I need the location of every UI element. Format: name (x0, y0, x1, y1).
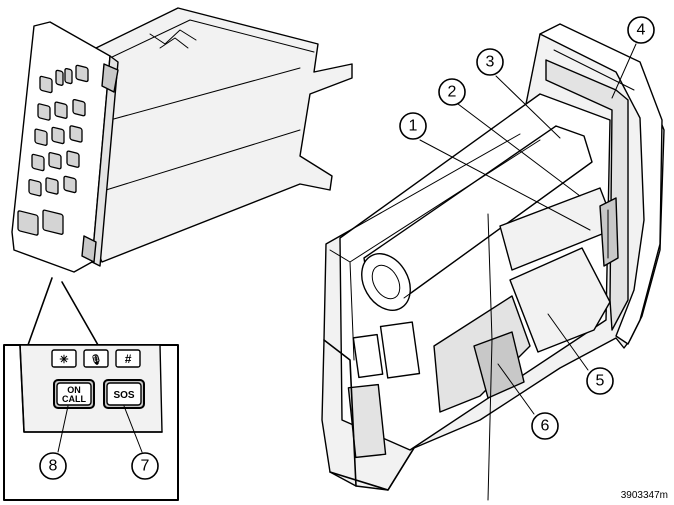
leader-line (57, 405, 69, 453)
callout-5: 5 (586, 367, 614, 395)
svg-text:2: 2 (448, 84, 457, 101)
leader-line (611, 43, 637, 99)
on-call-label-line2: CALL (62, 394, 86, 404)
keypad-key (39, 75, 53, 94)
callout-3: 3 (476, 48, 504, 76)
mic-key (83, 349, 109, 368)
opened-module (321, 23, 665, 501)
leader-line (495, 75, 561, 139)
keypad-key (64, 67, 73, 85)
leader-line (123, 405, 143, 453)
callout-7: 7 (131, 452, 159, 480)
callout-4: 4 (627, 16, 655, 44)
zoom-leader (61, 281, 99, 346)
keypad-key (66, 150, 80, 168)
keypad-key (55, 69, 64, 86)
hash-key (115, 349, 141, 368)
keypad-key (45, 177, 59, 195)
keypad-key (17, 210, 39, 236)
callout-1: 1 (399, 112, 427, 140)
keypad-module (11, 7, 353, 273)
keypad-key (34, 128, 48, 146)
button-detail-inset (3, 344, 179, 501)
svg-text:5: 5 (596, 373, 605, 390)
on-call-label-line1: ON (67, 385, 81, 395)
keypad-key (69, 125, 83, 143)
callout-2: 2 (438, 78, 466, 106)
keypad-key (48, 151, 62, 170)
keypad-key (28, 178, 42, 197)
keypad-key (75, 64, 89, 83)
svg-text:4: 4 (637, 22, 646, 39)
keypad-key (31, 153, 45, 172)
star-key-label: ✳ (59, 354, 68, 366)
keypad-key (63, 175, 77, 194)
zoom-leader (27, 277, 53, 346)
reference-number: 3903347m (621, 490, 668, 501)
svg-text:1: 1 (409, 118, 418, 135)
mic-key-label: 🎙 (90, 354, 103, 366)
leader-line (419, 139, 591, 231)
leader-line (457, 103, 581, 197)
svg-text:3: 3 (486, 54, 495, 71)
callout-8: 8 (39, 452, 67, 480)
keypad-key (42, 209, 64, 235)
callout-6: 6 (531, 412, 559, 440)
svg-text:8: 8 (49, 458, 58, 475)
sos-label: SOS (113, 390, 134, 401)
keypad-key (37, 103, 51, 121)
keypad-key (72, 98, 86, 117)
keypad-key (51, 126, 65, 145)
keypad-keys (17, 64, 89, 236)
leader-line (547, 313, 589, 371)
star-key (51, 349, 77, 368)
leader-line (497, 363, 535, 415)
keypad-key (54, 101, 68, 119)
hash-key-label: # (125, 352, 132, 366)
svg-text:7: 7 (141, 458, 150, 475)
svg-text:6: 6 (541, 418, 550, 435)
